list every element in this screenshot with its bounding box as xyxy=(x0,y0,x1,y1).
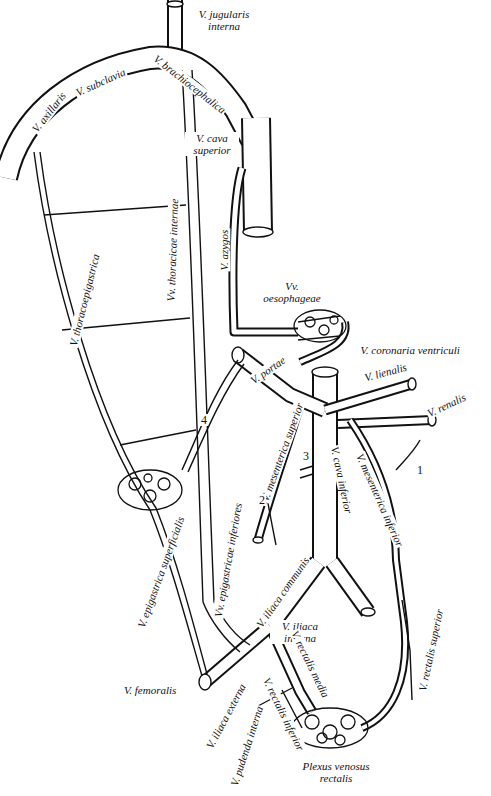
vein-label: V. thoracoepigastrica xyxy=(66,252,101,349)
small-veins xyxy=(34,70,420,728)
vein-label: V. lienalis xyxy=(362,360,409,383)
vein-label: V. renalis xyxy=(424,390,468,419)
vein-label: V. azygos xyxy=(218,229,230,272)
vein-label: V. jugularis interna xyxy=(194,8,254,32)
callout-number: 1 xyxy=(416,464,424,476)
vein-label: Vv. epigastricae inferiores xyxy=(212,501,244,619)
vein-label: V. cava superior xyxy=(185,132,239,156)
vein-label: V. mesenterica inferior xyxy=(354,451,407,549)
callout-number: 3 xyxy=(302,450,310,462)
vein-label: V. femoralis xyxy=(123,684,177,696)
vein-label: Plexus venosus rectalis xyxy=(295,760,377,784)
venous-plexuses xyxy=(118,310,368,748)
vein-label: Vv. thoracicae internae xyxy=(164,197,180,302)
callout-number: 2 xyxy=(258,494,266,506)
callout-number: 4 xyxy=(200,414,208,426)
vein-label: V. coronaria ventriculi xyxy=(360,344,461,356)
vein-label: V. mesenterica superior xyxy=(258,400,306,504)
vein-tubes xyxy=(6,0,432,728)
vein-label: V. rectalis superior xyxy=(415,607,444,693)
vein-label: V. pudenda interna xyxy=(227,704,265,789)
vein-label: Vv. oesophageae xyxy=(255,280,329,304)
